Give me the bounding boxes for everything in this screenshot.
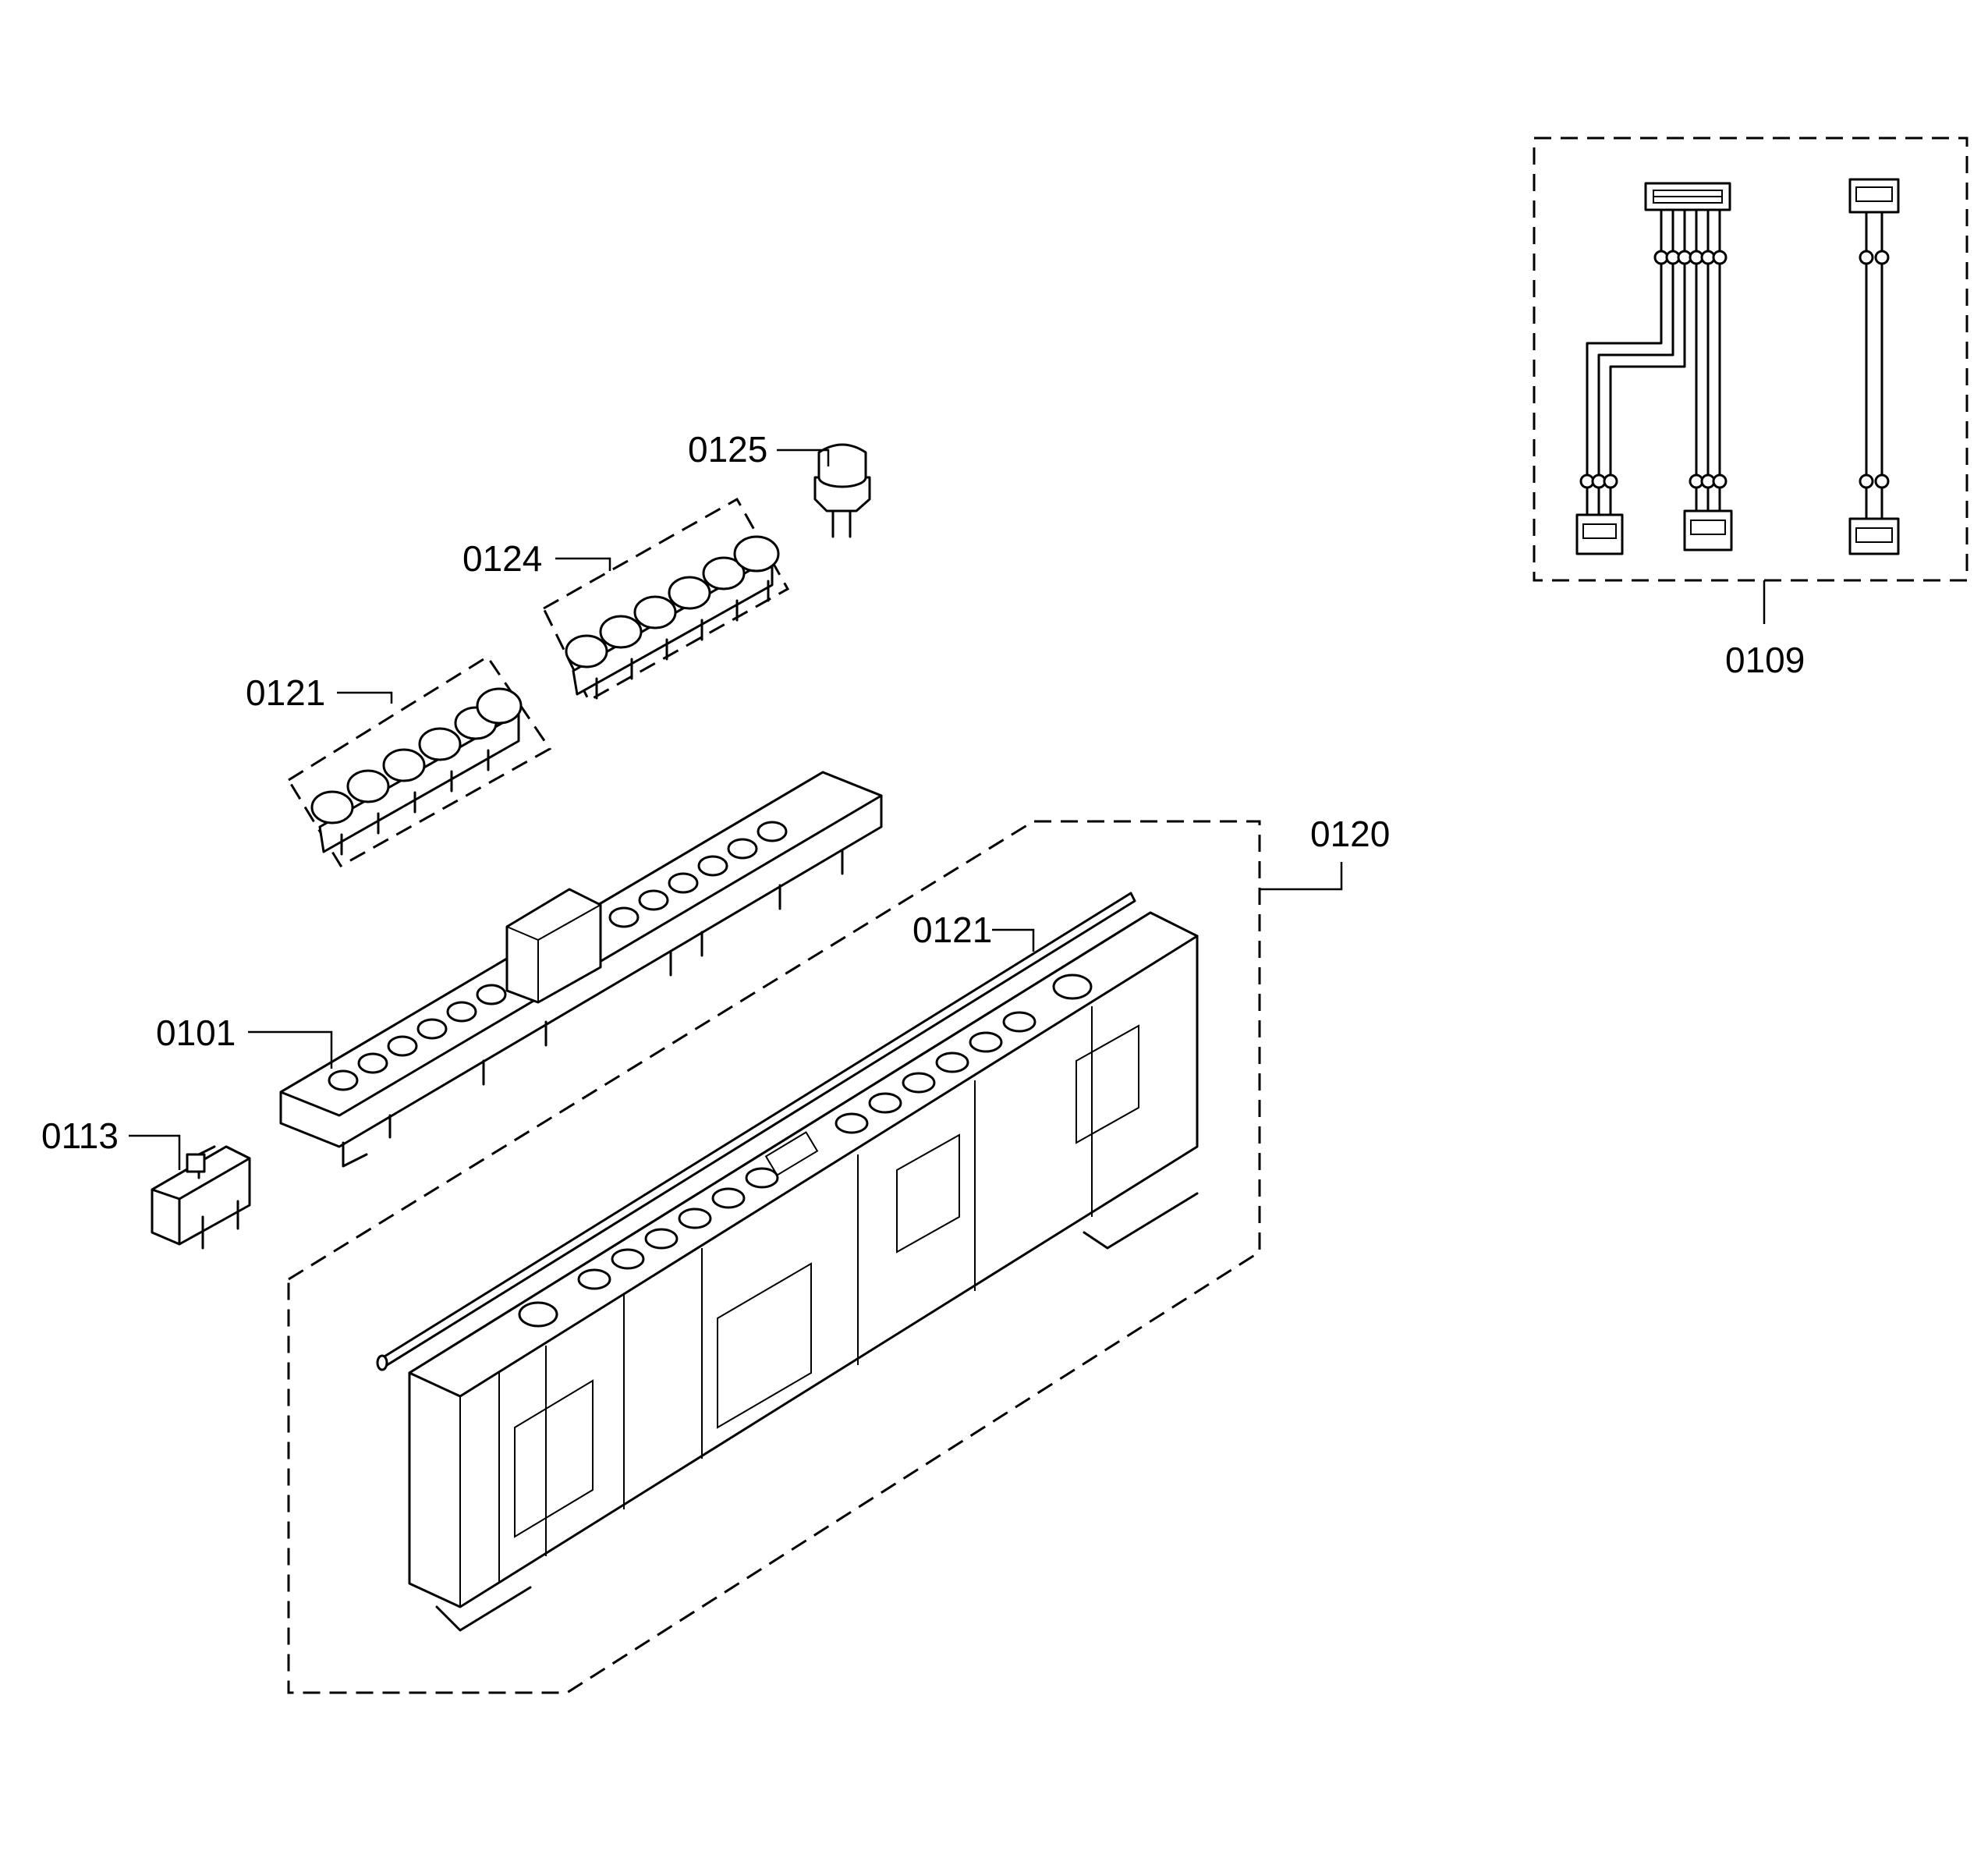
leader-0121 [992,928,1035,952]
harness-b [1848,178,1900,555]
leader-0126 [777,449,830,466]
button-holes-row [328,821,788,1091]
panel-body [408,911,1199,1632]
switch[interactable] [151,1145,251,1250]
leader-0113 [129,1134,181,1170]
leader-0124 [337,691,393,704]
control-panel-assembly[interactable] [287,820,1261,1694]
single-push-button[interactable] [813,443,871,538]
button-row-5 [310,687,523,856]
callout-0126[interactable]: 0125 [688,429,767,470]
harness-a [1575,182,1733,555]
control-module-housing[interactable] [279,771,883,1168]
leader-0101 [248,1030,333,1069]
leader-0120 [1260,862,1343,891]
dashed-frame-0120 [287,820,1261,1694]
callout-0124[interactable]: 0121 [246,672,325,713]
callout-0113[interactable]: 0113 [41,1115,119,1156]
callout-0125[interactable]: 0124 [462,538,542,579]
callout-0109[interactable]: 0109 [1725,640,1805,680]
push-button-set-5[interactable] [286,654,552,868]
light-guide-rod[interactable] [376,892,1136,1371]
push-button-set-6[interactable] [542,497,790,703]
button-row-6 [565,535,780,700]
leader-0125 [555,557,611,571]
callout-0120[interactable]: 0120 [1310,814,1390,854]
harness-dashed-frame [1533,137,1969,582]
callout-0121-label[interactable]: 0121 [912,910,992,950]
callout-0101[interactable]: 0101 [156,1012,236,1053]
wiring-harness-group[interactable] [1533,137,1969,624]
